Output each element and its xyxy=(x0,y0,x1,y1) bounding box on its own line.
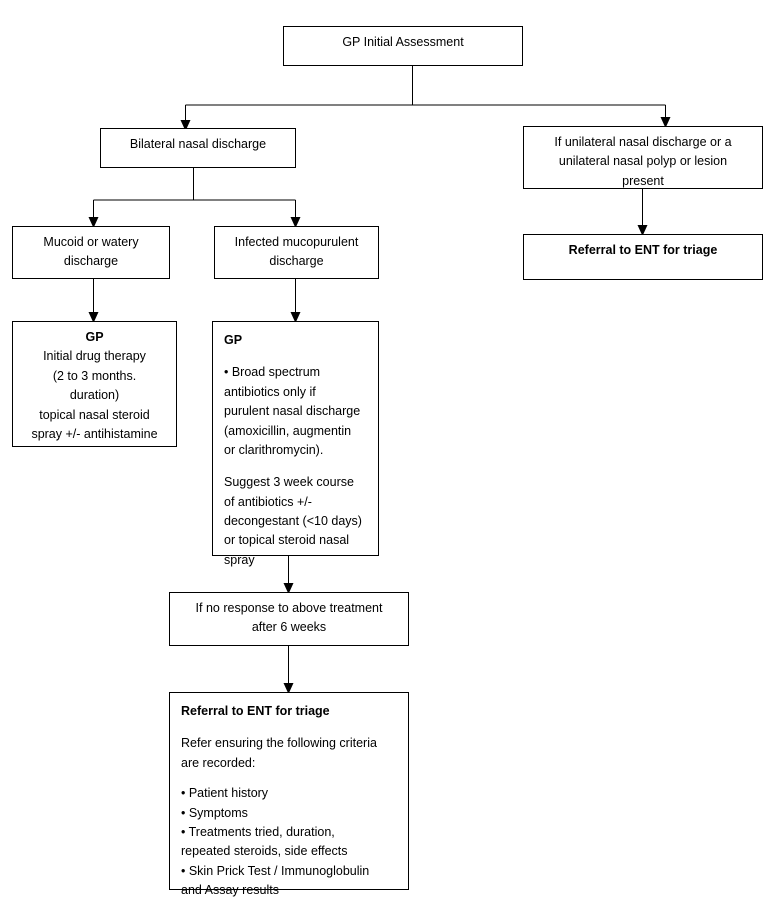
node-gp-right-p1-line-5: or clarithromycin). xyxy=(224,442,324,457)
node-referral-bottom-bullet-1: • Patient history xyxy=(181,786,269,801)
node-referral-bottom-bullet-4-line-2: and Assay results xyxy=(181,883,279,897)
node-gp-initial-assessment-body: GP Initial Assessment xyxy=(284,27,522,58)
node-gp-right-p2-line-1: Suggest 3 week course xyxy=(224,475,354,490)
node-gp-right-p1-line-4: (amoxicillin, augmentin xyxy=(224,423,352,438)
node-unilateral-line-2: unilateral nasal polyp or lesion xyxy=(558,154,728,169)
node-gp-right-spacer-2 xyxy=(224,460,368,473)
node-referral-bottom-bullet-4-line-1: • Skin Prick Test / Immunoglobulin xyxy=(181,863,370,878)
node-gp-right-heading: GP xyxy=(224,333,243,347)
node-referral-to-ent-bottom[interactable]: Referral to ENT for triage Refer ensurin… xyxy=(169,692,409,897)
node-gp-right-p2-line-4: or topical steroid nasal xyxy=(224,533,350,548)
node-infected-line-1: Infected mucopurulent xyxy=(234,235,359,249)
node-gp-right-spacer-1 xyxy=(224,350,368,363)
node-referral-bottom-bullet-2: • Symptoms xyxy=(181,805,248,820)
node-referral-to-ent-bottom-body: Referral to ENT for triage Refer ensurin… xyxy=(170,693,408,906)
node-gp-left-line-4: topical nasal steroid xyxy=(39,407,150,422)
node-gp-antibiotics[interactable]: GP • Broad spectrum antibiotics only if … xyxy=(212,321,379,567)
node-infected-mucopurulent-discharge-body: Infected mucopurulent discharge xyxy=(215,227,378,278)
node-referral-to-ent-right-body: Referral to ENT for triage xyxy=(524,235,762,266)
node-mucoid-line-1: Mucoid or watery xyxy=(43,235,139,249)
node-bilateral-nasal-discharge[interactable]: Bilateral nasal discharge xyxy=(100,128,296,168)
node-infected-mucopurulent-discharge[interactable]: Infected mucopurulent discharge xyxy=(214,226,379,279)
node-bilateral-nasal-discharge-body: Bilateral nasal discharge xyxy=(101,129,295,160)
node-gp-left-line-5: spray +/- antihistamine xyxy=(31,426,158,441)
node-gp-left-line-3: duration) xyxy=(69,388,120,403)
node-gp-right-p1-line-3: purulent nasal discharge xyxy=(224,404,361,419)
node-unilateral-discharge-or-polyp[interactable]: If unilateral nasal discharge or a unila… xyxy=(523,126,763,189)
node-gp-initial-assessment[interactable]: GP Initial Assessment xyxy=(283,26,523,66)
node-gp-initial-drug-therapy[interactable]: GP Initial drug therapy (2 to 3 months. … xyxy=(12,321,177,447)
node-gp-right-p1-line-2: antibiotics only if xyxy=(224,384,316,399)
node-mucoid-or-watery-discharge-body: Mucoid or watery discharge xyxy=(13,227,169,278)
node-bilateral-nasal-discharge-label: Bilateral nasal discharge xyxy=(129,137,267,151)
node-mucoid-line-2: discharge xyxy=(63,254,119,269)
node-gp-right-p1-line-1: • Broad spectrum xyxy=(224,365,321,380)
node-unilateral-discharge-or-polyp-body: If unilateral nasal discharge or a unila… xyxy=(524,127,762,197)
node-no-response-after-6-weeks[interactable]: If no response to above treatment after … xyxy=(169,592,409,646)
node-gp-right-p2-line-2: of antibiotics +/- xyxy=(224,494,312,509)
node-referral-bottom-intro-line-2: are recorded: xyxy=(181,755,256,770)
node-no-response-line-2: after 6 weeks xyxy=(251,620,327,635)
node-unilateral-line-3: present xyxy=(622,173,664,188)
node-referral-bottom-spacer-1 xyxy=(181,721,398,734)
node-referral-to-ent-right[interactable]: Referral to ENT for triage xyxy=(523,234,763,280)
node-gp-right-p2-line-3: decongestant (<10 days) xyxy=(224,514,362,528)
node-referral-bottom-bullet-3-line-2: repeated steroids, side effects xyxy=(181,844,348,859)
node-referral-bottom-bullet-3-line-1: • Treatments tried, duration, xyxy=(181,824,335,839)
node-infected-line-2: discharge xyxy=(269,254,324,269)
node-unilateral-line-1: If unilateral nasal discharge or a xyxy=(554,135,732,149)
node-gp-initial-assessment-label: GP Initial Assessment xyxy=(342,35,464,49)
node-gp-left-heading: GP xyxy=(85,330,104,344)
node-referral-bottom-heading: Referral to ENT for triage xyxy=(181,704,330,718)
node-no-response-after-6-weeks-body: If no response to above treatment after … xyxy=(170,593,408,644)
node-referral-bottom-intro-line-1: Refer ensuring the following criteria xyxy=(181,736,377,751)
node-gp-left-line-2: (2 to 3 months. xyxy=(52,368,137,383)
node-gp-initial-drug-therapy-body: GP Initial drug therapy (2 to 3 months. … xyxy=(13,322,176,450)
node-referral-bottom-spacer-2 xyxy=(181,773,398,784)
node-no-response-line-1: If no response to above treatment xyxy=(195,601,383,615)
node-mucoid-or-watery-discharge[interactable]: Mucoid or watery discharge xyxy=(12,226,170,279)
node-gp-right-p2-line-5: spray xyxy=(224,552,255,567)
node-referral-to-ent-right-label: Referral to ENT for triage xyxy=(568,243,718,257)
node-gp-left-line-1: Initial drug therapy xyxy=(43,349,146,364)
node-gp-antibiotics-body: GP • Broad spectrum antibiotics only if … xyxy=(213,322,378,576)
